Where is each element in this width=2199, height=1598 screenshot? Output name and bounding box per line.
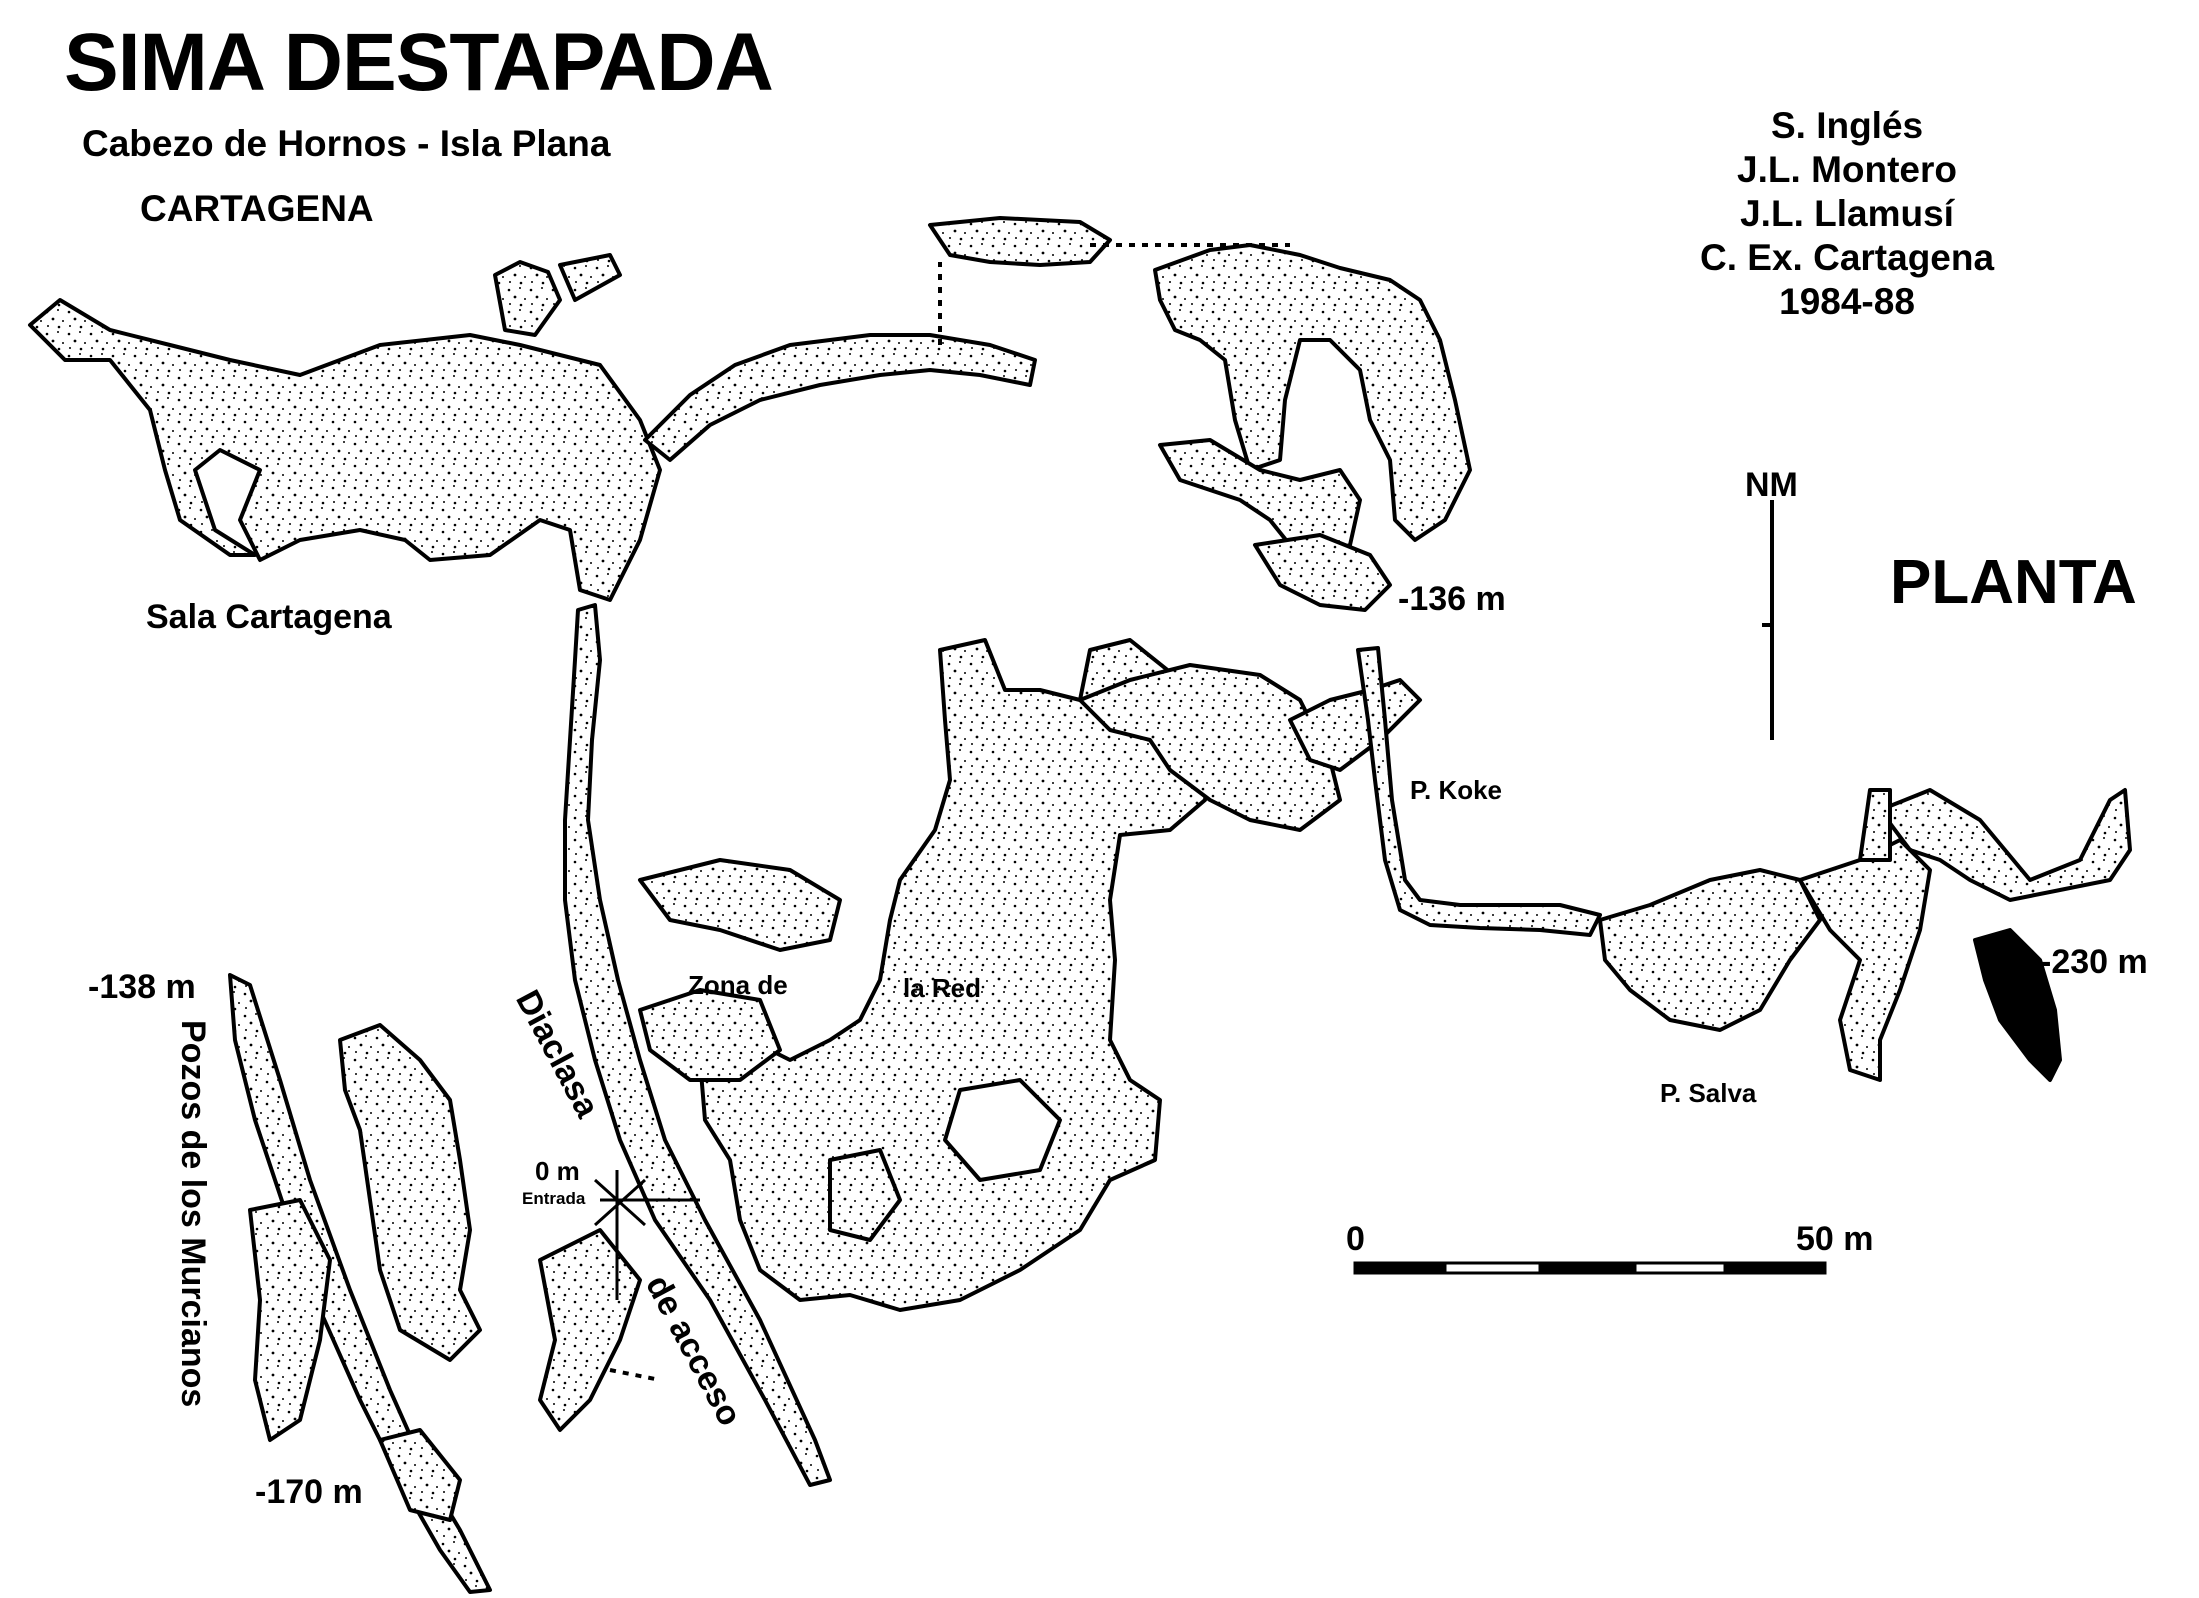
survey-years: 1984-88 bbox=[1779, 281, 1915, 322]
northeast-maze-a bbox=[1153, 243, 1472, 542]
scale-end-label: 50 m bbox=[1796, 1220, 1874, 1258]
author-line: C. Ex. Cartagena bbox=[1700, 237, 1995, 278]
red-inner-loop bbox=[943, 1078, 1062, 1182]
dotted-connectors bbox=[609, 243, 1290, 1382]
author-line: S. Inglés bbox=[1770, 105, 1924, 146]
author-line: J.L. Montero bbox=[1737, 149, 1957, 190]
red-south-1 bbox=[828, 1148, 902, 1242]
diaclasa-de-acceso bbox=[563, 603, 832, 1487]
central-east-gallery bbox=[1288, 678, 1422, 772]
central-chamber bbox=[1078, 663, 1342, 832]
southeast-chamber bbox=[1798, 838, 1932, 1082]
label-sala-cartagena: Sala Cartagena bbox=[146, 598, 392, 636]
label-la-red: la Red bbox=[903, 973, 982, 1003]
author-line: J.L. Llamusí bbox=[1740, 193, 1954, 234]
sala-cartagena-chamber bbox=[28, 298, 662, 602]
entrance-marker bbox=[593, 1170, 700, 1300]
east-northern-branch bbox=[1858, 788, 1892, 862]
label-depth-230: -230 m bbox=[2040, 943, 2148, 981]
label-depth-170: -170 m bbox=[255, 1473, 363, 1511]
red-southwest-branch bbox=[638, 988, 782, 1082]
north-gallery bbox=[928, 216, 1112, 267]
north-label: NM bbox=[1745, 466, 1798, 504]
east-extension bbox=[1878, 788, 2132, 902]
label-p-koke: P. Koke bbox=[1410, 775, 1503, 805]
cave-passages bbox=[28, 216, 2132, 1594]
passage-east-connector bbox=[643, 333, 1037, 462]
label-depth-138: -138 m bbox=[88, 968, 196, 1006]
p-koke-passage bbox=[1356, 646, 1602, 937]
scale-start-label: 0 bbox=[1346, 1220, 1365, 1258]
label-entrance: Entrada bbox=[522, 1189, 586, 1208]
authors-block: S. Inglés J.L. Montero J.L. Llamusí C. E… bbox=[1700, 104, 1994, 324]
p-salva-chamber bbox=[1598, 868, 1822, 1032]
chamber-136 bbox=[1253, 533, 1392, 612]
scale-bar bbox=[1353, 1261, 1827, 1275]
red-west-branch bbox=[638, 858, 842, 952]
pozos-lower bbox=[378, 1428, 462, 1522]
north-arrow-icon bbox=[1762, 500, 1774, 740]
label-pozos-de-los-murcianos: Pozos de los Murcianos bbox=[174, 1020, 212, 1408]
diaclasa-side bbox=[538, 1228, 642, 1432]
pozos-chamber bbox=[338, 1023, 482, 1362]
branch-north-2 bbox=[558, 253, 622, 302]
label-p-salva: P. Salva bbox=[1660, 1078, 1757, 1108]
branch-north-1 bbox=[493, 260, 562, 337]
label-zona-de: Zona de bbox=[688, 970, 788, 1000]
pozos-branch bbox=[248, 1198, 332, 1442]
map-subtitle-location: Cabezo de Hornos - Isla Plana bbox=[82, 123, 611, 164]
map-title: SIMA DESTAPADA bbox=[64, 17, 774, 108]
sump-230 bbox=[1973, 928, 2062, 1082]
view-label: PLANTA bbox=[1890, 548, 2137, 617]
dotted-link-south bbox=[609, 1368, 661, 1382]
zona-de-la-red bbox=[698, 638, 1217, 1312]
map-subtitle-city: CARTAGENA bbox=[140, 188, 374, 229]
label-depth-0: 0 m bbox=[535, 1156, 580, 1186]
label-depth-136: -136 m bbox=[1398, 580, 1506, 618]
